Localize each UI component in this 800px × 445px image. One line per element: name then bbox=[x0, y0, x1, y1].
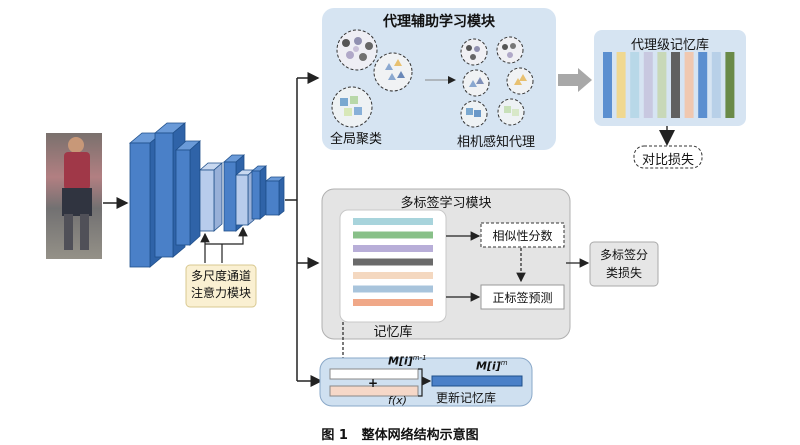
similarity-score-label: 相似性分数 bbox=[492, 229, 553, 243]
camera-proxy-icons bbox=[460, 36, 534, 128]
new-memory-symbol-sup: m bbox=[500, 359, 508, 367]
person-image bbox=[46, 133, 102, 259]
proxy-module-box bbox=[322, 8, 556, 150]
proxy-to-memory-arrow bbox=[558, 68, 592, 92]
plus-sign: + bbox=[368, 376, 379, 390]
old-memory-bar bbox=[329, 368, 419, 380]
proxy-memory-bar bbox=[725, 52, 735, 118]
new-memory-symbol: M[i]m bbox=[476, 359, 508, 373]
multilabel-loss-box bbox=[589, 241, 659, 287]
attention-label-line2: 注意力模块 bbox=[190, 286, 251, 300]
proxy-memory-bar bbox=[657, 52, 667, 118]
contrastive-loss-box bbox=[633, 145, 703, 169]
branch-connectors bbox=[285, 72, 323, 387]
attention-label: 多尺度通道 注意力模块 bbox=[186, 268, 256, 302]
similarity-score-box bbox=[480, 222, 565, 248]
proxy-memory-bar bbox=[671, 52, 680, 118]
positive-label-label: 正标签预测 bbox=[492, 291, 553, 305]
attention-arrows bbox=[200, 226, 248, 263]
multilabel-arrows bbox=[338, 231, 590, 370]
memory-bank-label: 记忆库 bbox=[373, 325, 413, 340]
multilabel-memory-bars bbox=[353, 218, 433, 306]
proxy-memory-bar bbox=[630, 52, 640, 118]
proxy-memory-bar bbox=[643, 52, 653, 118]
attention-label-box bbox=[185, 264, 257, 308]
old-memory-symbol-sup: m-1 bbox=[412, 354, 427, 362]
global-cluster-label: 全局聚类 bbox=[330, 132, 383, 147]
multilabel-loss-line2: 类损失 bbox=[605, 266, 642, 280]
multilabel-memory-bar bbox=[353, 218, 433, 225]
multilabel-memory-bar bbox=[353, 258, 433, 266]
multilabel-memory-bar bbox=[353, 272, 433, 279]
proxy-memory-title: 代理级记忆库 bbox=[630, 38, 709, 53]
proxy-memory-bar bbox=[698, 52, 708, 118]
multilabel-loss-line1: 多标签分 bbox=[599, 248, 648, 262]
proxy-module-title: 代理辅助学习模块 bbox=[383, 14, 495, 30]
multilabel-module-title: 多标签学习模块 bbox=[400, 196, 492, 211]
update-label: 更新记忆库 bbox=[436, 391, 497, 405]
multilabel-loss-label: 多标签分 类损失 bbox=[590, 246, 658, 282]
proxy-memory-bar bbox=[603, 52, 612, 118]
feature-bar bbox=[329, 385, 419, 397]
attention-label-line1: 多尺度通道 bbox=[190, 269, 251, 283]
multilabel-memory-bar bbox=[353, 245, 433, 252]
backbone-network bbox=[128, 122, 286, 268]
multilabel-memory-bar bbox=[353, 299, 433, 306]
proxy-memory-bar bbox=[711, 52, 721, 118]
proxy-memory-bar bbox=[616, 52, 626, 118]
positive-label-box bbox=[480, 284, 565, 310]
figure-caption: 图 1 整体网络结构示意图 bbox=[0, 424, 800, 443]
global-cluster-icons bbox=[331, 29, 413, 128]
contrastive-loss-label: 对比损失 bbox=[641, 153, 694, 168]
new-memory-symbol-text: M[i] bbox=[476, 359, 501, 373]
new-memory-bar bbox=[431, 375, 523, 387]
old-memory-symbol: M[i]m-1 bbox=[388, 354, 427, 368]
multilabel-memory-bar bbox=[353, 285, 433, 293]
old-memory-symbol-text: M[i] bbox=[388, 354, 413, 368]
proxy-memory-bars bbox=[603, 52, 735, 118]
caption-title: 整体网络结构示意图 bbox=[361, 428, 479, 443]
proxy-memory-bar bbox=[684, 52, 694, 118]
feature-symbol: f(x) bbox=[388, 394, 407, 407]
caption-fig-number: 图 1 bbox=[321, 428, 348, 443]
camera-proxy-label: 相机感知代理 bbox=[457, 135, 536, 150]
multilabel-memory-bar bbox=[353, 231, 433, 239]
update-bracket bbox=[418, 368, 432, 397]
